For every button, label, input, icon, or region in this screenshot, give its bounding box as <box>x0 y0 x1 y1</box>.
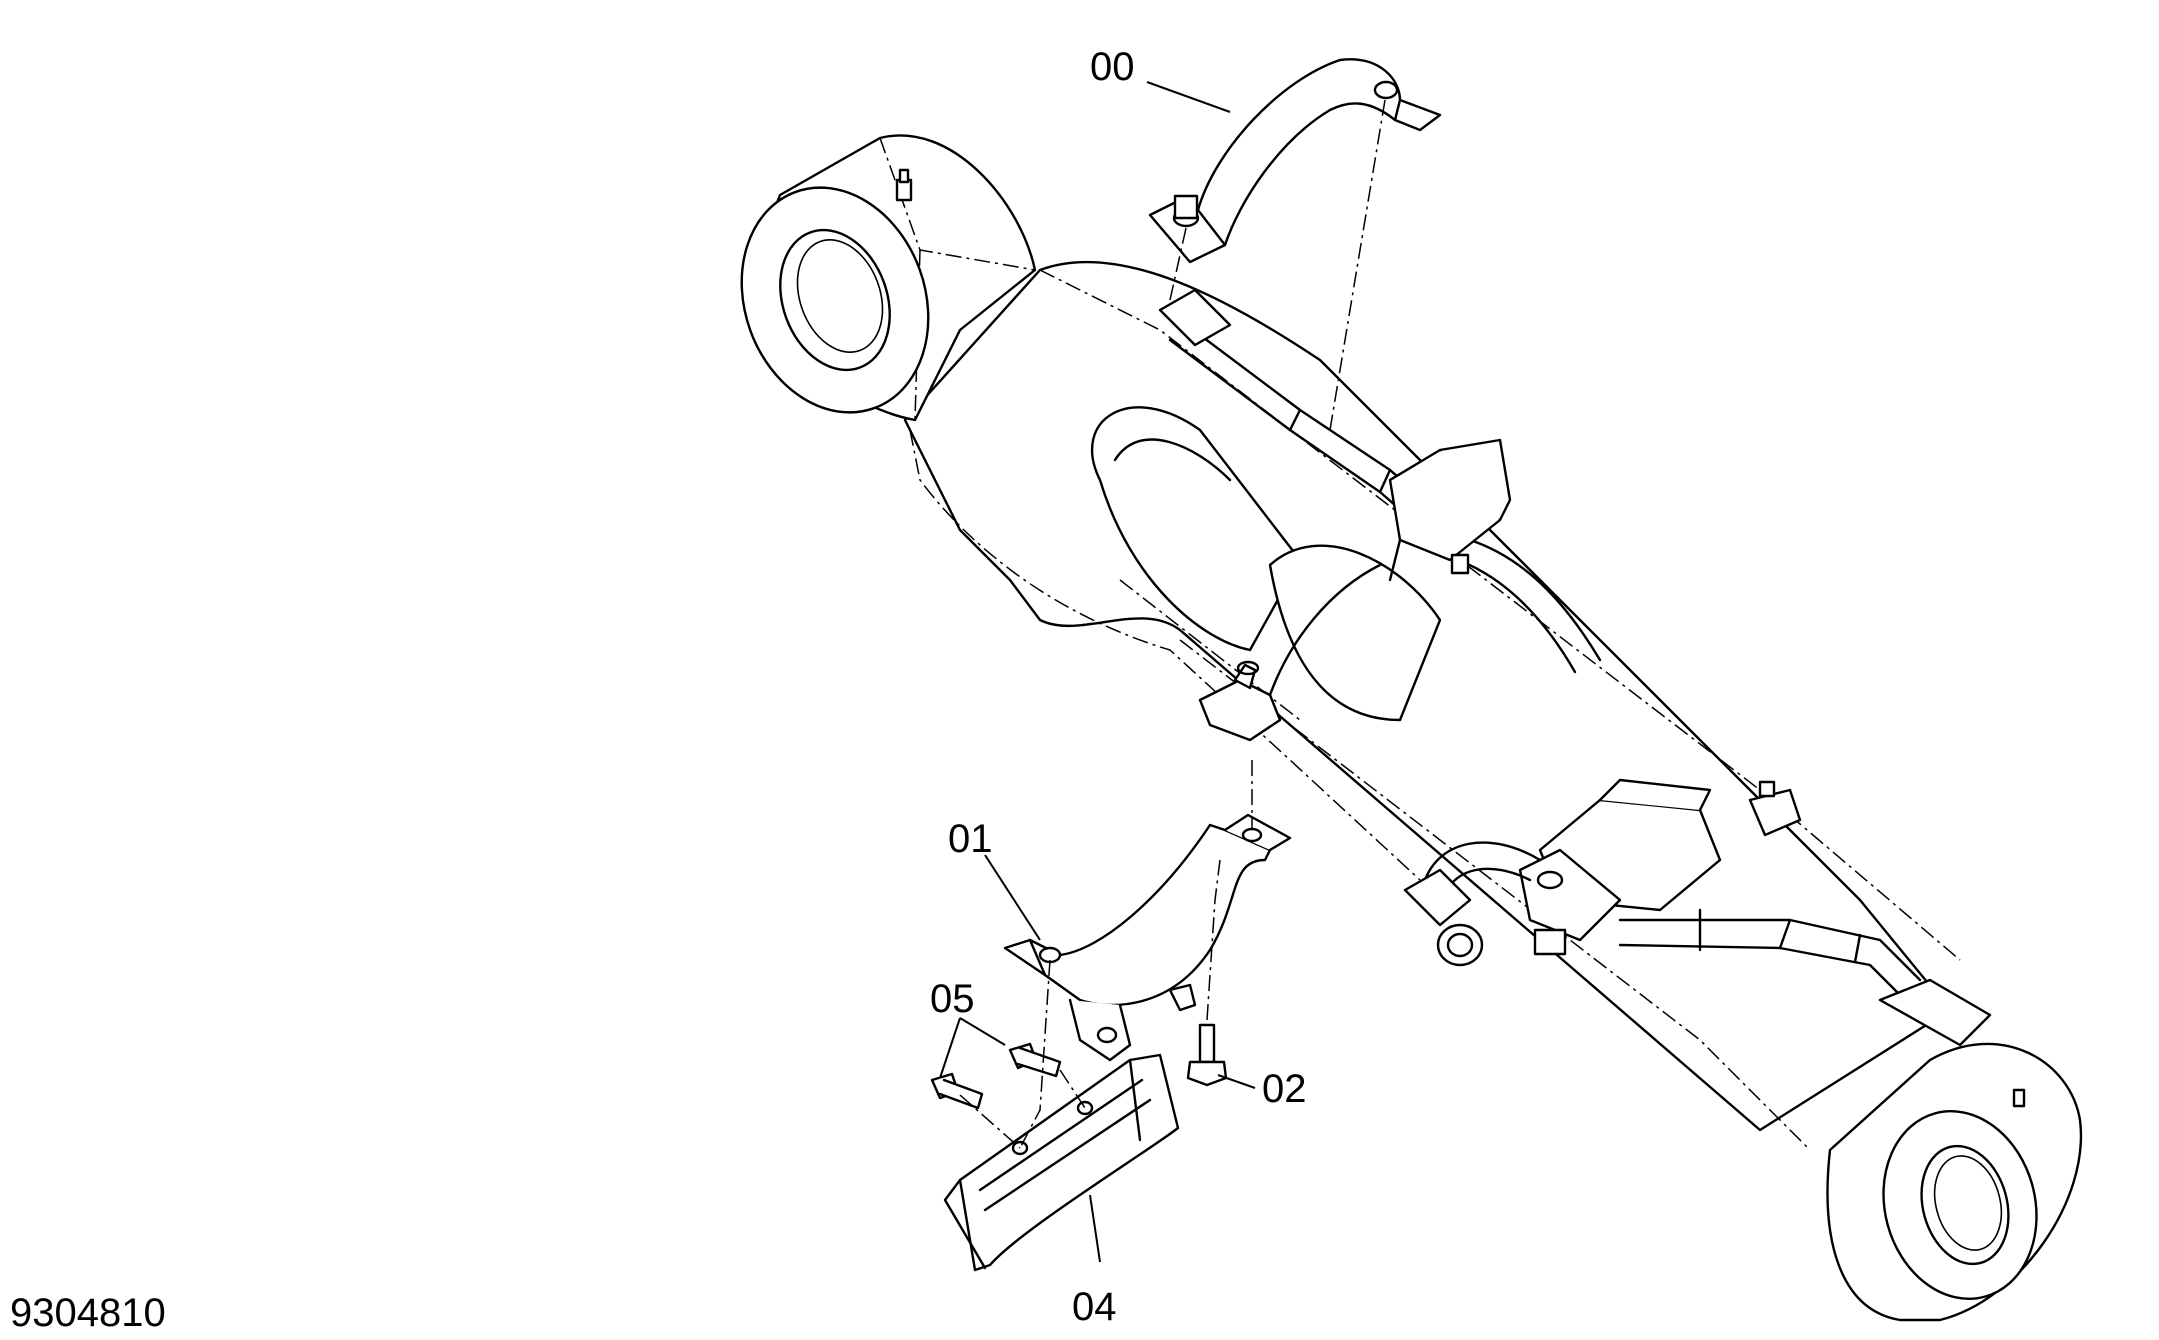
cylinder-tube <box>903 260 1952 1132</box>
part-01-lower-clamp <box>1003 813 1292 1062</box>
leader-05a <box>959 1017 1006 1046</box>
hydraulic-pipe-lower <box>1618 908 1992 1047</box>
hydraulic-elbow-pipe <box>1403 841 1542 967</box>
hydraulic-cylinder <box>740 134 2083 1322</box>
leader-lines <box>939 81 1256 1263</box>
leader-04 <box>1089 1194 1101 1263</box>
cylinder-bottom-eye <box>1826 1042 2083 1322</box>
part-05-bolt-a <box>1008 1042 1062 1078</box>
drawing-number: 9304810 <box>10 1291 166 1335</box>
part-04-guard-plate <box>943 1053 1180 1272</box>
callout-04: 04 <box>1072 1285 1117 1329</box>
callout-00: 00 <box>1090 45 1135 89</box>
leader-05b <box>939 1017 961 1079</box>
installed-clamp-lower <box>1198 563 1382 742</box>
callout-01: 01 <box>948 817 993 861</box>
cap-end-clamp <box>1748 780 1802 837</box>
grease-fitting-rod-end <box>895 168 913 202</box>
valve-block <box>1518 778 1722 956</box>
leader-01 <box>984 854 1041 941</box>
cylinder-rod-body <box>909 429 1421 881</box>
leader-00 <box>1146 81 1231 113</box>
part-05-bolt-b <box>930 1072 984 1110</box>
callout-02: 02 <box>1262 1067 1307 1111</box>
part-02-bolt <box>1186 1023 1228 1087</box>
callout-05: 05 <box>930 977 975 1021</box>
leader-02 <box>1217 1074 1256 1089</box>
part-00-upper-clamp <box>1148 58 1442 264</box>
pipe-clamp-saddle-upper <box>1388 438 1512 582</box>
